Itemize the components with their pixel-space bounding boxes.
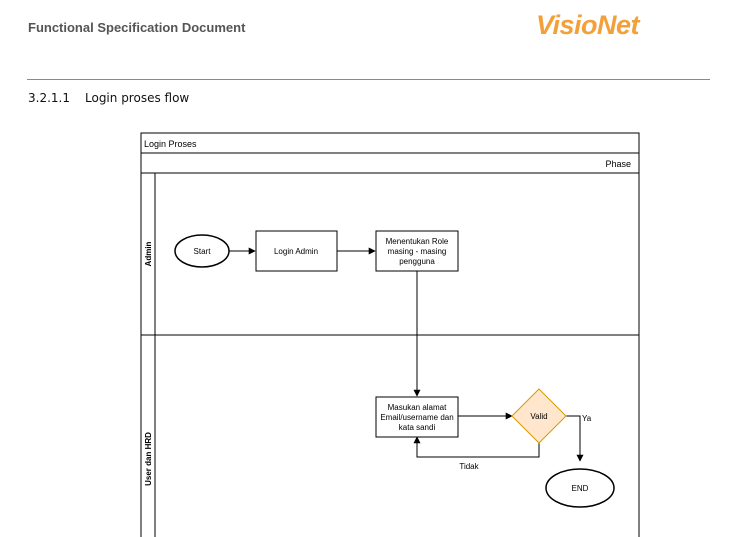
start-node [174, 234, 230, 268]
end-label: END [572, 484, 589, 493]
login-admin-label: Login Admin [274, 247, 318, 256]
document-title: Functional Specification Document [28, 20, 246, 35]
valid-label: Valid [530, 412, 547, 421]
start-label: Start [194, 247, 212, 256]
role-label-line-2: masing - masing [388, 247, 447, 256]
role-label-line-3: pengguna [399, 257, 435, 266]
role-node [375, 230, 459, 272]
valid-decision-node [511, 388, 567, 444]
role-label-line-1: Menentukan Role [386, 237, 449, 246]
lane-label-admin: Admin [144, 241, 153, 266]
edge-valid-yes [566, 415, 584, 462]
end-node [545, 468, 615, 508]
swimlane-pool [140, 132, 640, 537]
lane-label-user-hrd: User dan HRD [144, 432, 153, 486]
header-divider [27, 79, 710, 80]
flow-edges [229, 247, 584, 462]
credentials-label-line-3: kata sandi [399, 423, 436, 432]
credentials-input-node [375, 396, 459, 438]
edge-label-ya: Ya [582, 414, 592, 423]
pool-title: Login Proses [144, 139, 197, 149]
section-title: Login proses flow [85, 91, 190, 105]
credentials-label-line-2: Email/username dan [380, 413, 453, 422]
visionet-logo: VisioNet [536, 10, 640, 40]
login-admin-node [255, 230, 338, 272]
phase-label: Phase [605, 159, 631, 169]
section-heading: 3.2.1.1 Login proses flow [28, 91, 189, 105]
section-number: 3.2.1.1 [28, 91, 70, 105]
credentials-label-line-1: Masukan alamat [388, 403, 447, 412]
edge-label-tidak: Tidak [459, 462, 479, 471]
edge-valid-no [413, 436, 540, 458]
